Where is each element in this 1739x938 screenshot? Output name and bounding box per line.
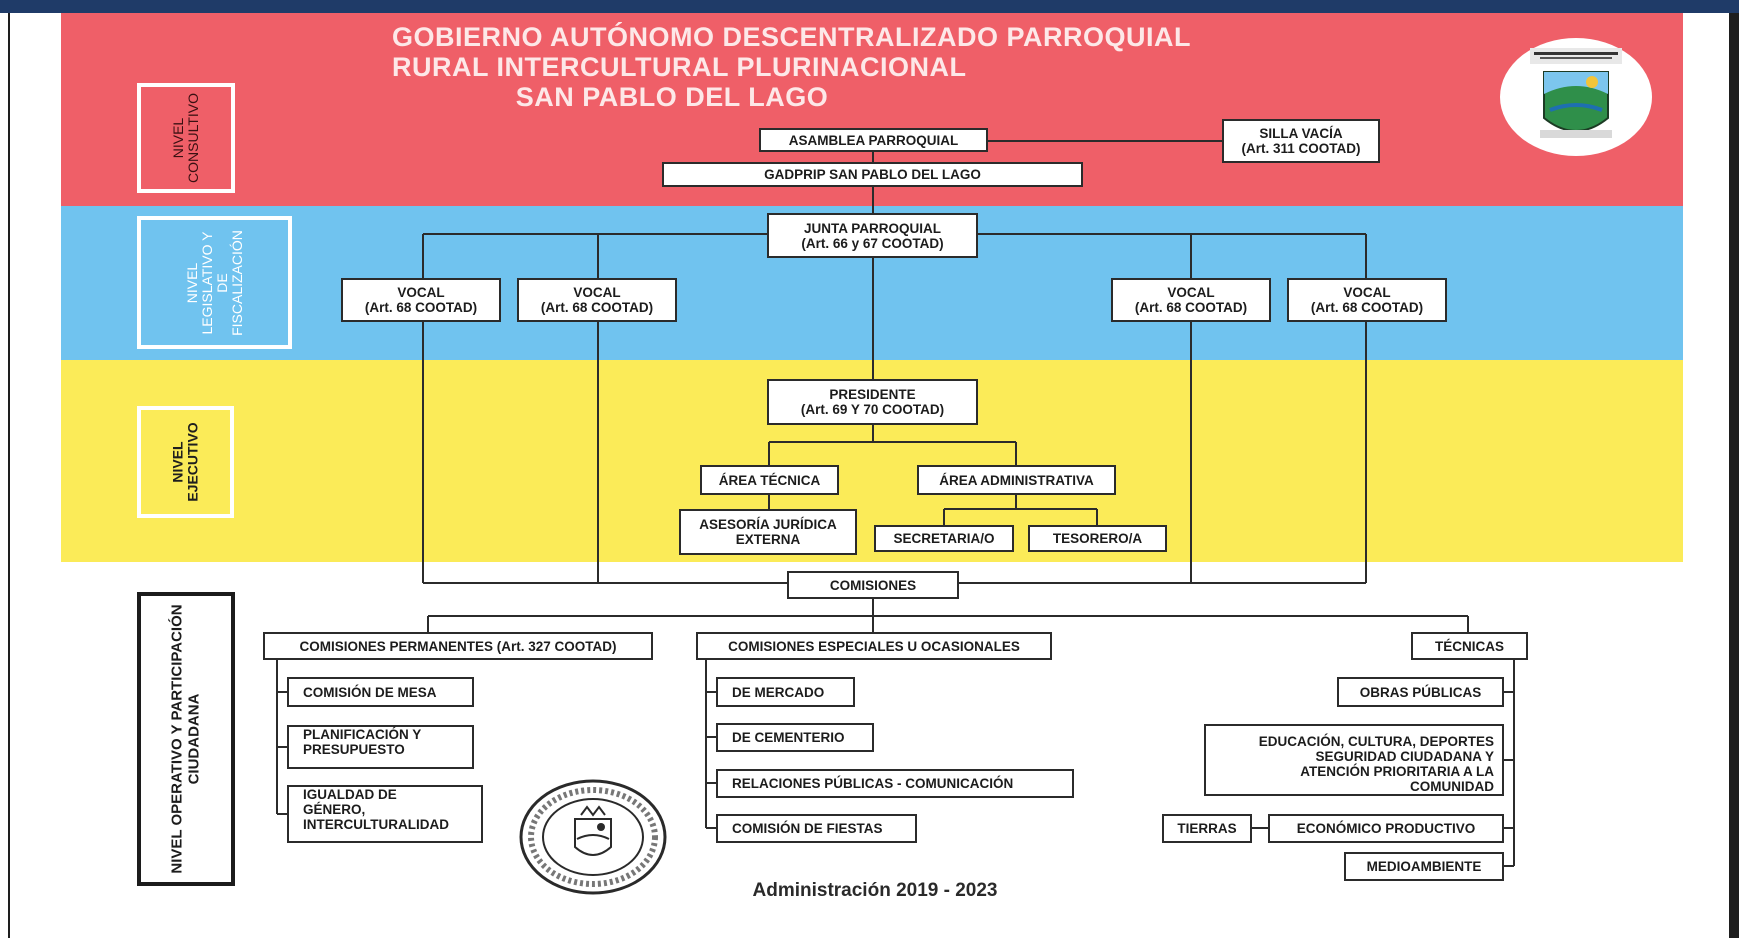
secretaria-box: SECRETARIA/O <box>874 525 1014 552</box>
vocal-box-1: VOCAL (Art. 68 COOTAD) <box>341 278 501 322</box>
medioambiente-box: MEDIOAMBIENTE <box>1344 852 1504 881</box>
asamblea-parroquial-box: ASAMBLEA PARROQUIAL <box>759 128 988 152</box>
comisiones-permanentes-box: COMISIONES PERMANENTES (Art. 327 COOTAD) <box>263 632 653 660</box>
vocal-box-4: VOCAL (Art. 68 COOTAD) <box>1287 278 1447 322</box>
obras-publicas-box: OBRAS PÚBLICAS <box>1337 677 1504 707</box>
left-frame-edge <box>0 13 10 938</box>
asesoria-juridica-box: ASESORÍA JURÍDICA EXTERNA <box>679 509 857 555</box>
tierras-box: TIERRAS <box>1162 814 1252 843</box>
level-ejecutivo: NIVEL EJECUTIVO <box>137 406 234 518</box>
comisiones-especiales-box: COMISIONES ESPECIALES U OCASIONALES <box>696 632 1052 660</box>
gadprip-box: GADPRIP SAN PABLO DEL LAGO <box>662 162 1083 187</box>
presidente-box: PRESIDENTE (Art. 69 Y 70 COOTAD) <box>767 379 978 425</box>
silla-vacia-box: SILLA VACÍA (Art. 311 COOTAD) <box>1222 119 1380 163</box>
junta-parroquial-box: JUNTA PARROQUIAL (Art. 66 y 67 COOTAD) <box>767 213 978 258</box>
de-mercado-box: DE MERCADO <box>716 677 855 707</box>
relaciones-publicas-box: RELACIONES PÚBLICAS - COMUNICACIÓN <box>716 769 1074 798</box>
area-tecnica-box: ÁREA TÉCNICA <box>700 465 839 495</box>
educacion-cultura-box: EDUCACIÓN, CULTURA, DEPORTES SEGURIDAD C… <box>1204 724 1504 796</box>
level-operativo: NIVEL OPERATIVO Y PARTICIPACIÓN CIUDADAN… <box>137 592 235 886</box>
org-title: GOBIERNO AUTÓNOMO DESCENTRALIZADO PARROQ… <box>392 22 1191 112</box>
comision-fiestas-box: COMISIÓN DE FIESTAS <box>716 814 917 843</box>
igualdad-box: IGUALDAD DE GÉNERO, INTERCULTURALIDAD <box>287 785 483 843</box>
tecnicas-box: TÉCNICAS <box>1411 632 1528 660</box>
comision-mesa-box: COMISIÓN DE MESA <box>287 677 474 707</box>
level-ejecutivo-label: NIVEL EJECUTIVO <box>169 422 201 502</box>
vocal-box-3: VOCAL (Art. 68 COOTAD) <box>1111 278 1271 322</box>
economico-productivo-box: ECONÓMICO PRODUCTIVO <box>1268 814 1504 843</box>
top-frame-bar <box>0 0 1739 13</box>
vocal-box-2: VOCAL (Art. 68 COOTAD) <box>517 278 677 322</box>
level-consultivo: NIVEL CONSULTIVO <box>137 83 235 193</box>
parish-emblem-icon <box>1500 38 1652 156</box>
administration-period: Administración 2019 - 2023 <box>752 880 998 901</box>
official-stamp-icon <box>517 777 669 897</box>
org-title-line-3: SAN PABLO DEL LAGO <box>515 82 829 112</box>
planificacion-box: PLANIFICACIÓN Y PRESUPUESTO <box>287 725 474 769</box>
tesorero-box: TESORERO/A <box>1028 525 1167 552</box>
level-legislativo: NIVEL LEGISLATIVO Y DE FISCALIZACIÓN <box>137 216 292 349</box>
area-administrativa-box: ÁREA ADMINISTRATIVA <box>917 465 1116 495</box>
comisiones-box: COMISIONES <box>787 571 959 599</box>
de-cementerio-box: DE CEMENTERIO <box>716 723 874 752</box>
level-legislativo-label: NIVEL LEGISLATIVO Y DE FISCALIZACIÓN <box>183 229 245 336</box>
right-frame-edge <box>1729 13 1739 938</box>
org-title-line-2: RURAL INTERCULTURAL PLURINACIONAL <box>392 52 967 82</box>
org-title-line-1: GOBIERNO AUTÓNOMO DESCENTRALIZADO PARROQ… <box>392 22 1191 52</box>
level-operativo-label: NIVEL OPERATIVO Y PARTICIPACIÓN CIUDADAN… <box>169 604 203 874</box>
level-consultivo-label: NIVEL CONSULTIVO <box>169 93 201 183</box>
